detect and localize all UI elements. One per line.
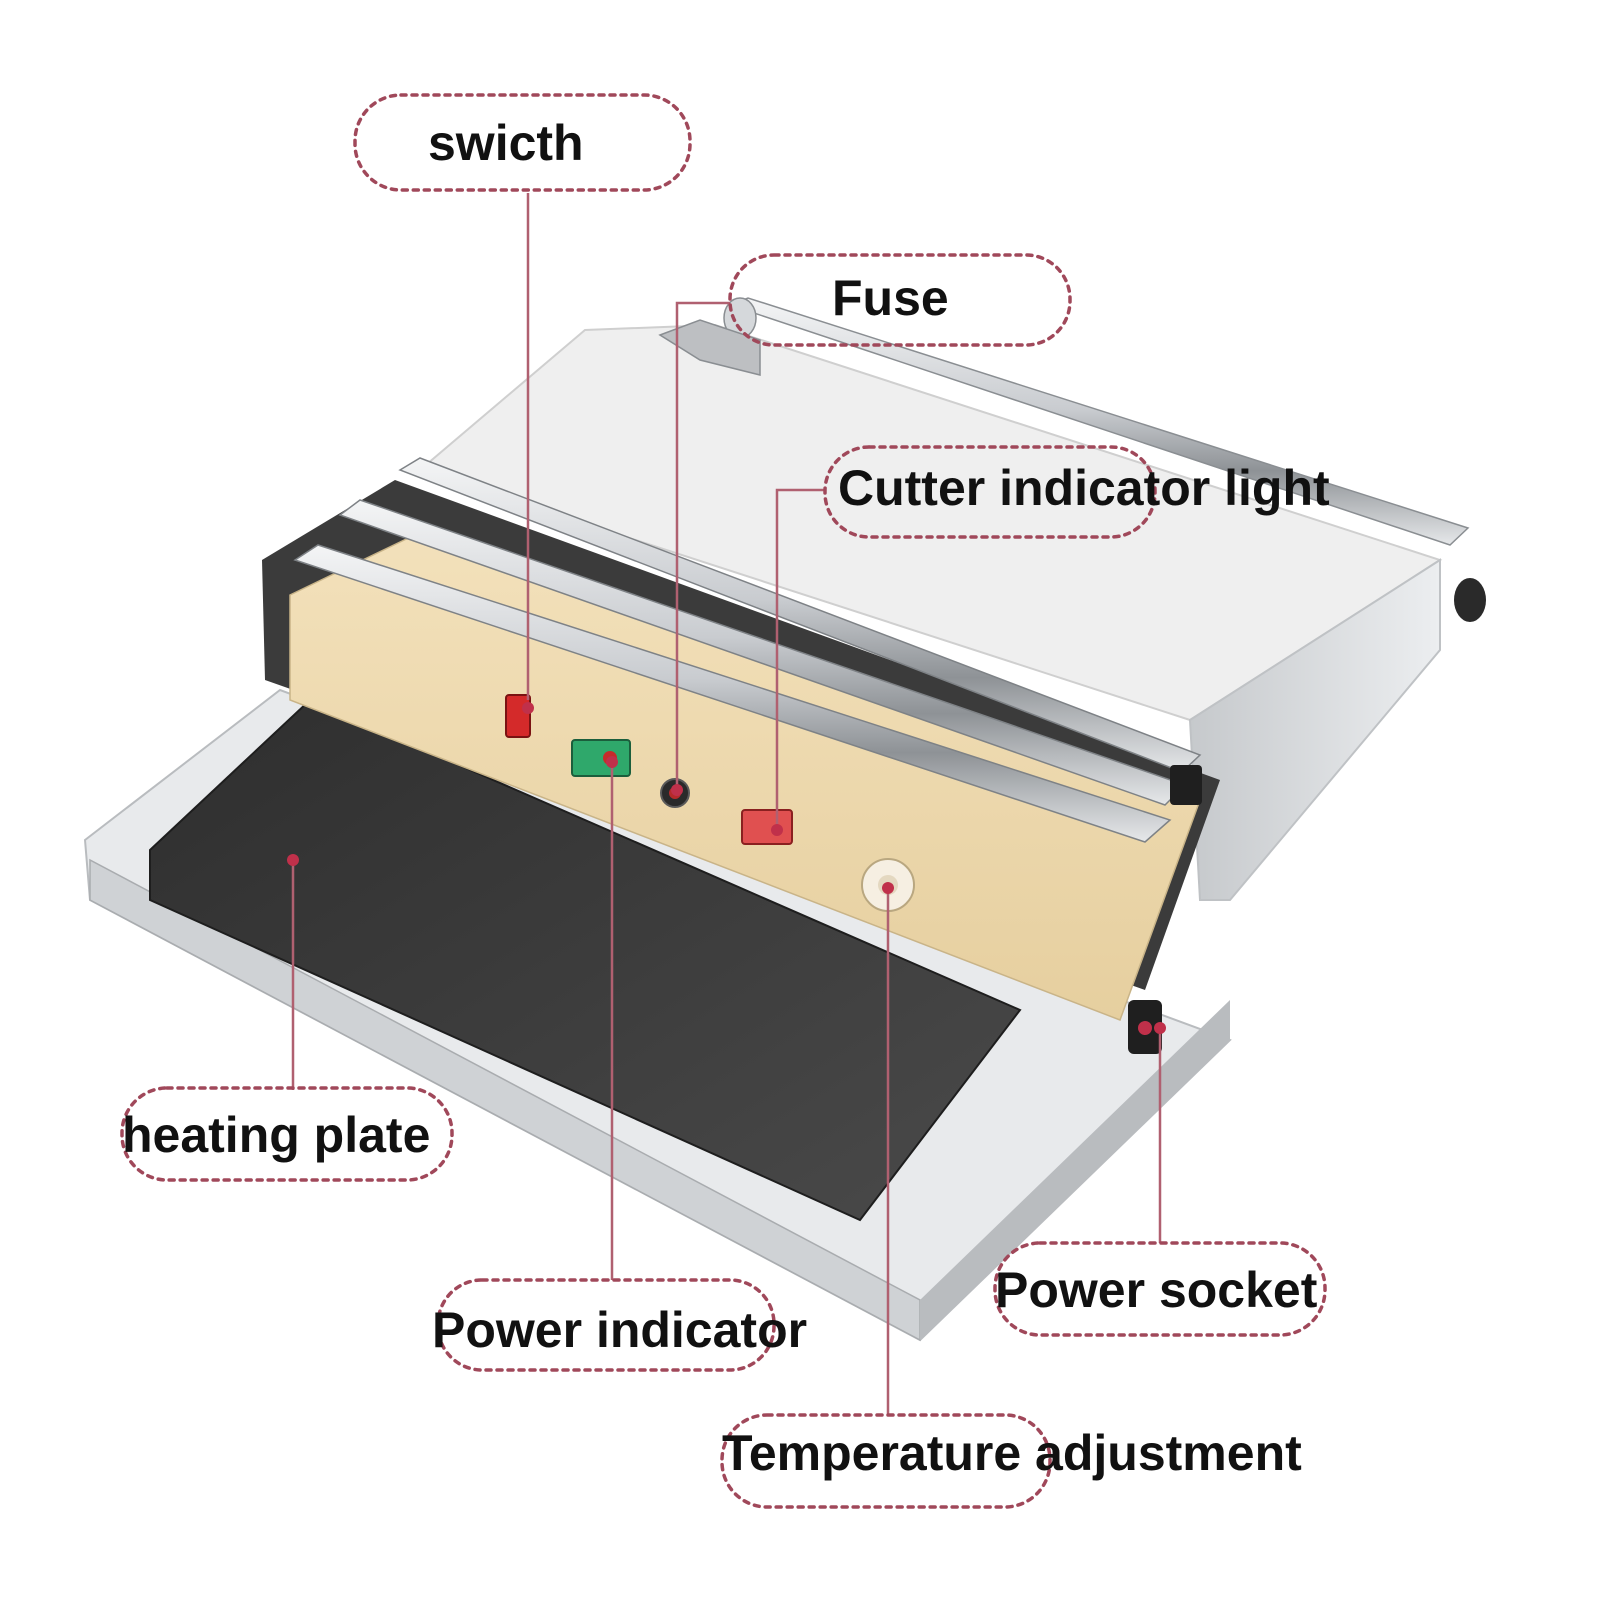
callout-fuse-label: Fuse bbox=[832, 270, 949, 326]
callout-power-socket: Power socket bbox=[993, 1241, 1327, 1337]
leader-dots bbox=[287, 702, 1166, 1034]
right-side-wall bbox=[1188, 558, 1441, 901]
base-tray-right-edge bbox=[920, 1000, 1230, 1340]
power-switch-icon bbox=[505, 694, 531, 738]
callout-power-indicator-label: Power indicator bbox=[432, 1302, 807, 1358]
callout-temperature-adjustment: Temperature adjustment bbox=[720, 1413, 1302, 1509]
dot-switch bbox=[522, 702, 534, 714]
callout-cutter-indicator-light-label: Cutter indicator light bbox=[838, 460, 1330, 516]
callout-fuse: Fuse bbox=[728, 253, 1072, 347]
front-roller-right-cap bbox=[1170, 765, 1202, 805]
power-socket-pin bbox=[1138, 1021, 1152, 1035]
cutter-indicator-light-icon bbox=[741, 809, 793, 845]
callout-power-indicator: Power indicator bbox=[432, 1278, 807, 1372]
front-roller-top bbox=[398, 457, 1202, 773]
callout-cutter-indicator-light: Cutter indicator light bbox=[823, 445, 1330, 539]
dot-cutter-indicator-light bbox=[771, 824, 783, 836]
callout-heating-plate: heating plate bbox=[120, 1086, 454, 1182]
dot-power-indicator bbox=[606, 756, 618, 768]
leader-lines bbox=[291, 193, 1162, 1415]
callout-switch: swicth bbox=[353, 93, 692, 192]
leader-cutter-indicator-light bbox=[775, 488, 825, 828]
dot-fuse bbox=[671, 784, 683, 796]
control-panel bbox=[289, 529, 1201, 1021]
dot-heating-plate bbox=[287, 854, 299, 866]
callout-temperature-adjustment-label: Temperature adjustment bbox=[722, 1425, 1302, 1481]
front-roller-bottom bbox=[293, 544, 1172, 843]
dot-power-socket bbox=[1154, 1022, 1166, 1034]
wrapping-machine bbox=[83, 297, 1486, 1342]
leader-fuse bbox=[675, 301, 730, 785]
rear-bracket bbox=[658, 319, 761, 376]
callout-heating-plate-label: heating plate bbox=[122, 1107, 430, 1163]
callout-switch-label: swicth bbox=[428, 115, 584, 171]
right-rear-knob bbox=[1454, 578, 1486, 622]
callout-power-socket-label: Power socket bbox=[995, 1262, 1318, 1318]
heating-plate-surface bbox=[149, 698, 1022, 1222]
dot-temperature-adjustment bbox=[882, 882, 894, 894]
power-indicator-light-icon bbox=[571, 739, 631, 777]
